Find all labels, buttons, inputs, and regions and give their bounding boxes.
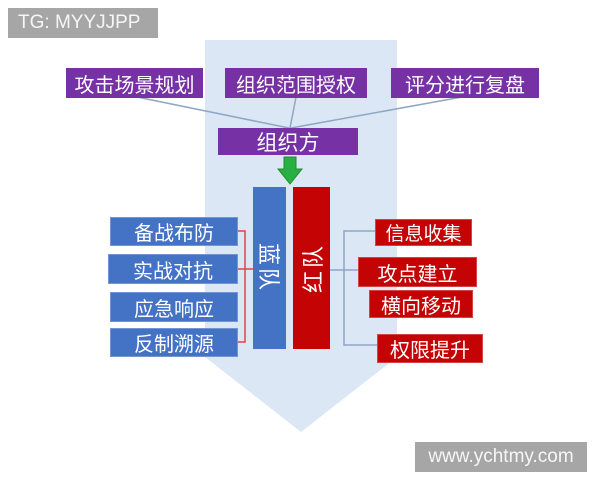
red-phase-info-gathering: 信息收集	[375, 219, 472, 246]
website-watermark: www.ychtmy.com	[415, 442, 587, 472]
red-team-bar-label: 红队	[300, 242, 326, 294]
blue-team-connector-bracket	[238, 230, 253, 343]
organizer-box: 组织方	[218, 128, 358, 155]
top-box-scope-authorization: 组织范围授权	[225, 68, 367, 98]
blue-phase-counter-trace: 反制溯源	[110, 328, 238, 357]
red-phase-lateral-movement: 横向移动	[369, 290, 473, 318]
green-down-arrow-icon	[276, 156, 304, 185]
blue-phase-emergency-response: 应急响应	[110, 292, 238, 322]
red-phase-privilege-escalation: 权限提升	[377, 334, 483, 363]
blue-team-bar-label: 蓝队	[255, 242, 281, 294]
blue-team-bar: 蓝队	[253, 187, 286, 349]
top-connector-lines	[136, 96, 463, 129]
red-team-connector-bracket	[330, 230, 377, 346]
tg-watermark: TG: MYYJJPP	[8, 8, 158, 38]
top-box-attack-scenario: 攻击场景规划	[66, 68, 203, 98]
red-phase-foothold: 攻点建立	[358, 257, 477, 287]
red-team-bar: 红队	[293, 187, 330, 349]
blue-phase-preparation: 备战布防	[110, 217, 238, 246]
top-box-scoring-review: 评分进行复盘	[391, 68, 539, 98]
blue-phase-combat: 实战对抗	[108, 254, 238, 284]
